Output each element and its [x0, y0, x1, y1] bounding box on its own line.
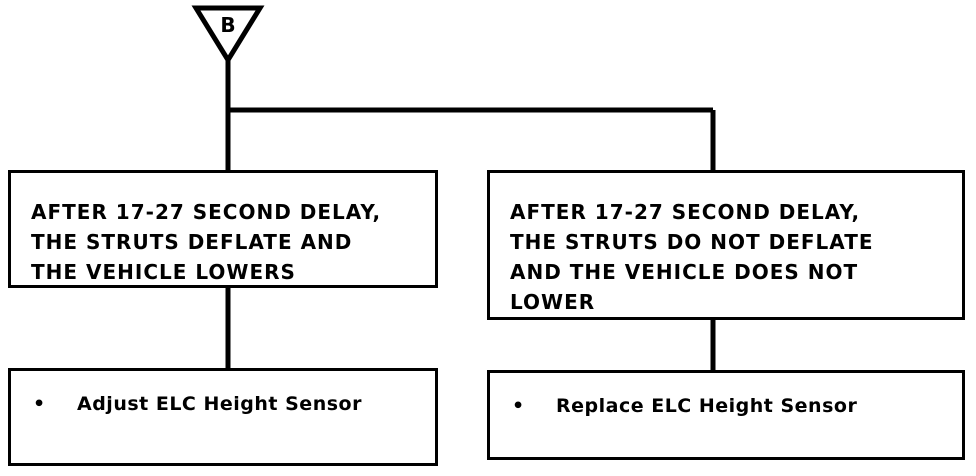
action-text-right: Replace ELC Height Sensor [556, 395, 858, 417]
condition-box-left: AFTER 17-27 SECOND DELAY, THE STRUTS DEF… [8, 170, 438, 288]
condition-box-right: AFTER 17-27 SECOND DELAY, THE STRUTS DO … [487, 170, 965, 320]
condition-text-right: AFTER 17-27 SECOND DELAY, THE STRUTS DO … [510, 200, 874, 314]
action-box-left: • Adjust ELC Height Sensor [8, 368, 438, 466]
bullet-icon: • [33, 393, 46, 415]
bullet-icon: • [512, 395, 525, 417]
action-row-right: • Replace ELC Height Sensor [512, 395, 857, 417]
connector-label: B [220, 13, 235, 37]
action-box-right: • Replace ELC Height Sensor [487, 370, 965, 460]
condition-text-left: AFTER 17-27 SECOND DELAY, THE STRUTS DEF… [31, 200, 382, 284]
action-text-left: Adjust ELC Height Sensor [77, 393, 362, 415]
action-row-left: • Adjust ELC Height Sensor [33, 393, 362, 415]
connector-triangle [191, 5, 265, 65]
